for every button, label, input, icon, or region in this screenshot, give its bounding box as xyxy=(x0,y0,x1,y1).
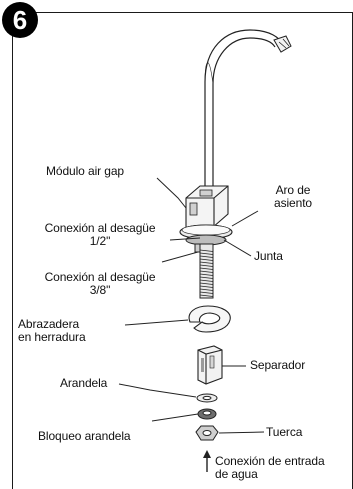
thread-line xyxy=(199,282,214,285)
thread-line xyxy=(199,291,214,294)
thread-line xyxy=(199,273,214,276)
label-horseshoe-clamp: Abrazadera en herradura xyxy=(18,318,86,344)
label-drain-half-line1: Conexión al desagüe xyxy=(44,221,156,235)
thread-line xyxy=(199,252,214,255)
thread-line xyxy=(199,258,214,261)
leader-drain-3-8 xyxy=(161,251,199,263)
seat-ring xyxy=(179,224,233,240)
label-washer: Arandela xyxy=(60,376,108,390)
label-drain-3-8-line2: 3/8" xyxy=(89,283,111,297)
leader-drain-half xyxy=(169,237,201,241)
step-number-badge: 6 xyxy=(2,2,38,38)
spout-tip xyxy=(273,35,292,53)
label-drain-connection-half: Conexión al desagüe 1/2" xyxy=(35,222,165,248)
label-inlet-line2: de agua xyxy=(215,467,258,481)
label-air-gap-module: Módulo air gap xyxy=(46,164,124,178)
thread-line xyxy=(199,285,214,288)
label-water-inlet: Conexión de entrada de agua xyxy=(215,455,325,481)
label-drain-half-line2: 1/2" xyxy=(89,234,111,248)
leader-lines xyxy=(118,177,265,434)
separator xyxy=(197,345,223,385)
washer xyxy=(196,393,218,403)
label-inlet-line1: Conexión de entrada xyxy=(215,454,325,468)
label-horseshoe-line2: en herradura xyxy=(18,330,86,344)
label-separator: Separador xyxy=(250,358,306,372)
label-seat-ring-line2: asiento xyxy=(274,196,312,210)
thread-line xyxy=(199,249,214,252)
leader-air-gap xyxy=(156,177,187,209)
thread-line xyxy=(199,264,214,267)
air-gap-module xyxy=(185,185,229,229)
thread-line xyxy=(199,279,214,282)
frame-top-border xyxy=(12,12,353,13)
label-seat-ring: Aro de asiento xyxy=(262,184,324,210)
leader-washer xyxy=(118,383,197,398)
label-nut: Tuerca xyxy=(266,425,303,439)
label-drain-3-8-line1: Conexión al desagüe xyxy=(44,270,156,284)
leader-lock-washer xyxy=(151,413,199,422)
frame-left-border xyxy=(12,30,13,489)
horseshoe-clamp xyxy=(188,305,231,333)
thread-line xyxy=(199,270,214,273)
inlet-arrow xyxy=(203,450,211,472)
leader-nut xyxy=(218,431,265,434)
thread-line xyxy=(199,294,214,297)
thread-line xyxy=(199,276,214,279)
label-drain-connection-3-8: Conexión al desagüe 3/8" xyxy=(35,271,165,297)
lock-washer xyxy=(197,408,217,420)
label-seat-ring-line1: Aro de xyxy=(275,183,311,197)
leader-gasket xyxy=(223,239,252,257)
thread-line xyxy=(199,261,214,264)
label-lock-washer: Bloqueo arandela xyxy=(38,429,131,443)
label-horseshoe-line1: Abrazadera xyxy=(18,317,80,331)
label-gasket: Junta xyxy=(254,249,283,263)
leader-seat-ring xyxy=(231,210,259,227)
thread-line xyxy=(199,288,214,291)
leader-horseshoe xyxy=(124,319,189,326)
thread-line xyxy=(199,255,214,258)
nut xyxy=(195,425,219,441)
thread-line xyxy=(199,267,214,270)
faucet-spout xyxy=(204,29,283,200)
